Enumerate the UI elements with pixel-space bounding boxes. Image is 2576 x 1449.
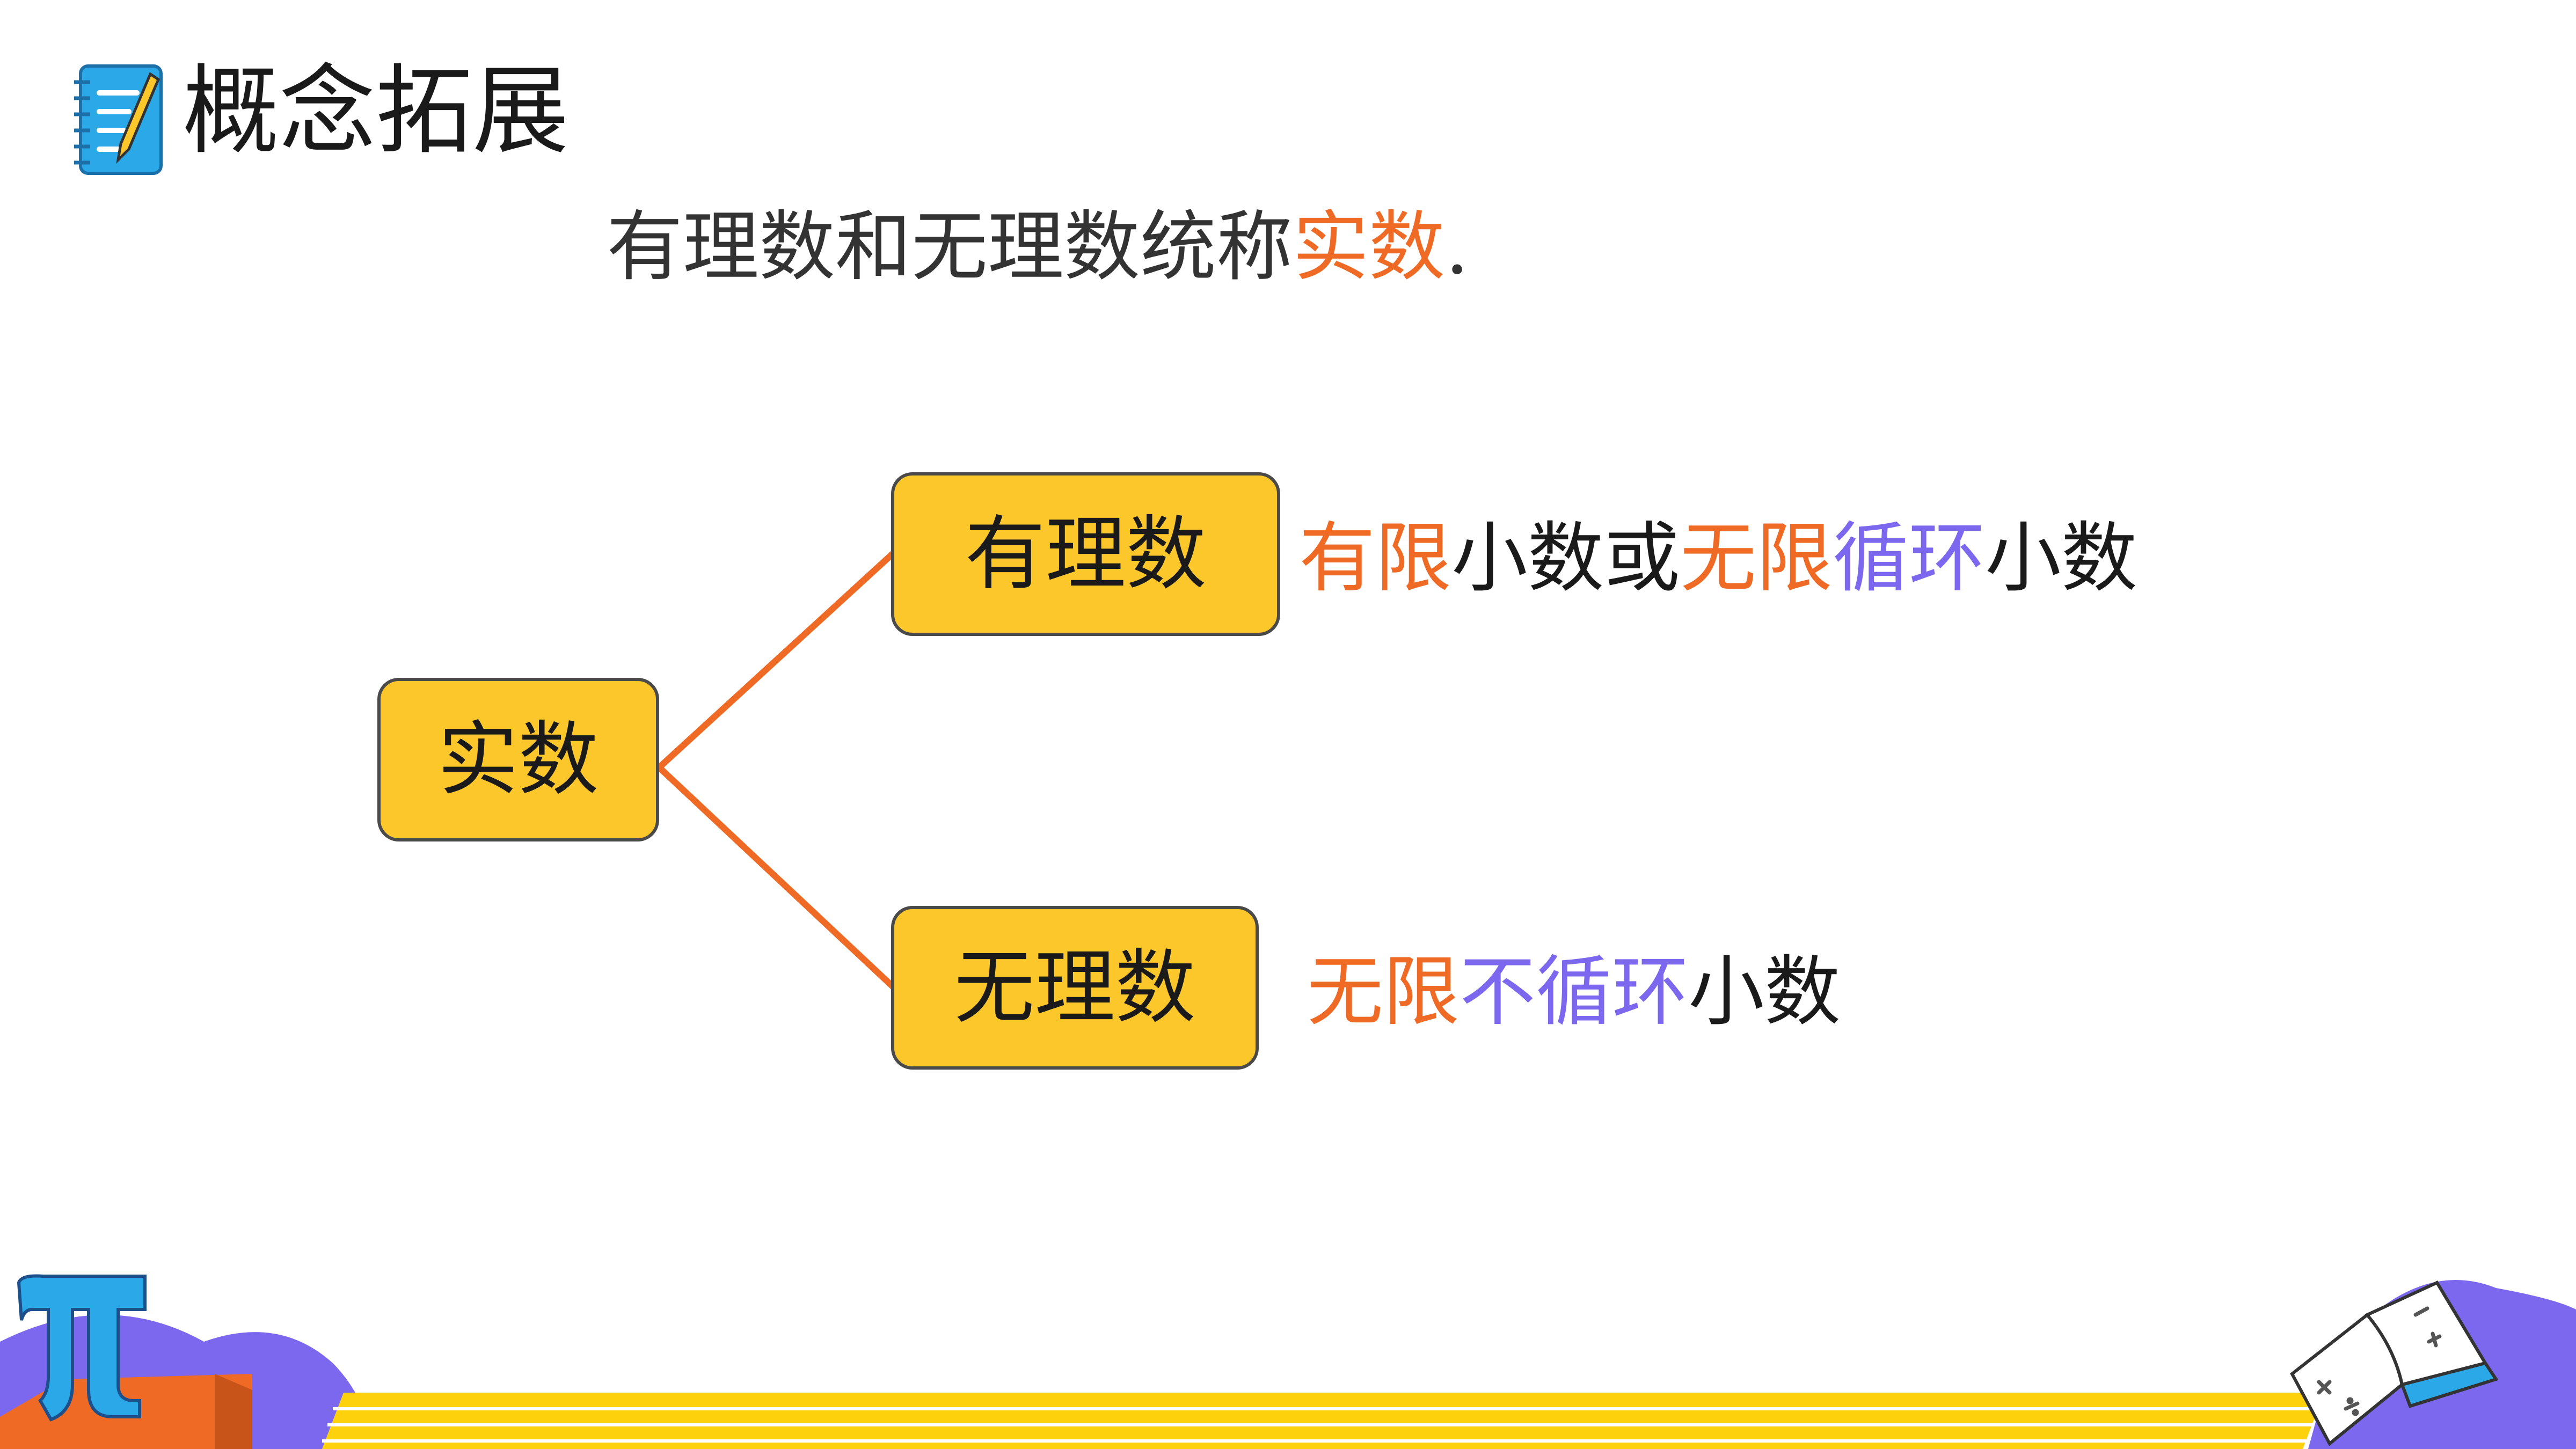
page-title: 概念拓展 <box>183 55 570 167</box>
branch-label-irrational: 无理数 <box>954 941 1196 1035</box>
desc-segment: 有限 <box>1299 514 1451 603</box>
connector-rational <box>656 550 897 771</box>
branch-node-rational: 有理数 <box>891 472 1280 636</box>
desc-segment: 小数 <box>1688 948 1841 1036</box>
desc-segment: 小数或 <box>1451 514 1680 603</box>
definition-prefix: 有理数和无理数统称 <box>607 203 1293 291</box>
desc-segment: 循环 <box>1833 514 1985 603</box>
desc-segment: 无限 <box>1680 514 1833 603</box>
notebook-pencil-icon <box>74 64 163 175</box>
definition-highlight: 实数 <box>1293 203 1445 291</box>
pi-symbol-icon <box>17 1274 147 1422</box>
connector-irrational <box>656 764 897 991</box>
open-book-math-icon <box>2290 1280 2499 1446</box>
desc-segment: 无限 <box>1307 948 1460 1036</box>
root-node: 实数 <box>377 678 659 841</box>
root-label: 实数 <box>437 713 599 807</box>
branch-node-irrational: 无理数 <box>891 906 1259 1070</box>
desc-segment: 小数 <box>1985 514 2137 603</box>
branch-description-irrational: 无限不循环小数 <box>1307 954 1841 1030</box>
desc-segment: 不循环 <box>1460 948 1688 1036</box>
branch-description-rational: 有限小数或无限循环小数 <box>1299 521 2137 597</box>
definition-suffix: . <box>1445 203 1470 291</box>
definition-text: 有理数和无理数统称实数. <box>607 209 1469 286</box>
branch-label-rational: 有理数 <box>965 507 1207 601</box>
